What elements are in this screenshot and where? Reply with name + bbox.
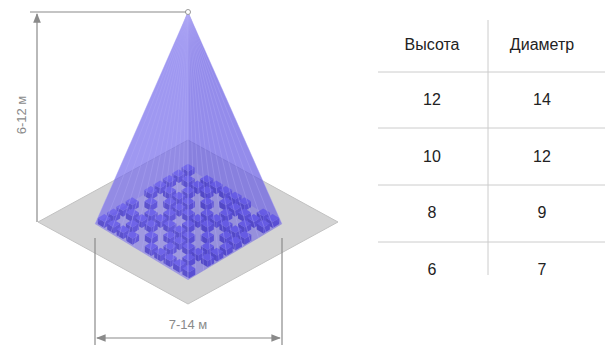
height-dimension: 6-12 м xyxy=(14,93,30,138)
table-cell: 6 xyxy=(428,260,437,279)
table-cell: 8 xyxy=(428,203,437,222)
table-header: Диаметр xyxy=(510,35,574,54)
light-cone xyxy=(95,10,282,281)
table-cell: 12 xyxy=(533,147,551,166)
table-header: Высота xyxy=(405,35,460,54)
table-cell: 12 xyxy=(423,90,441,109)
table-cell: 14 xyxy=(533,90,551,109)
table-grid xyxy=(378,20,605,275)
table-cell: 7 xyxy=(538,260,547,279)
diameter-dimension: 7-14 м xyxy=(166,317,211,333)
table-cell: 9 xyxy=(538,203,547,222)
dimension-lines xyxy=(30,12,282,345)
table-cell: 10 xyxy=(423,147,441,166)
